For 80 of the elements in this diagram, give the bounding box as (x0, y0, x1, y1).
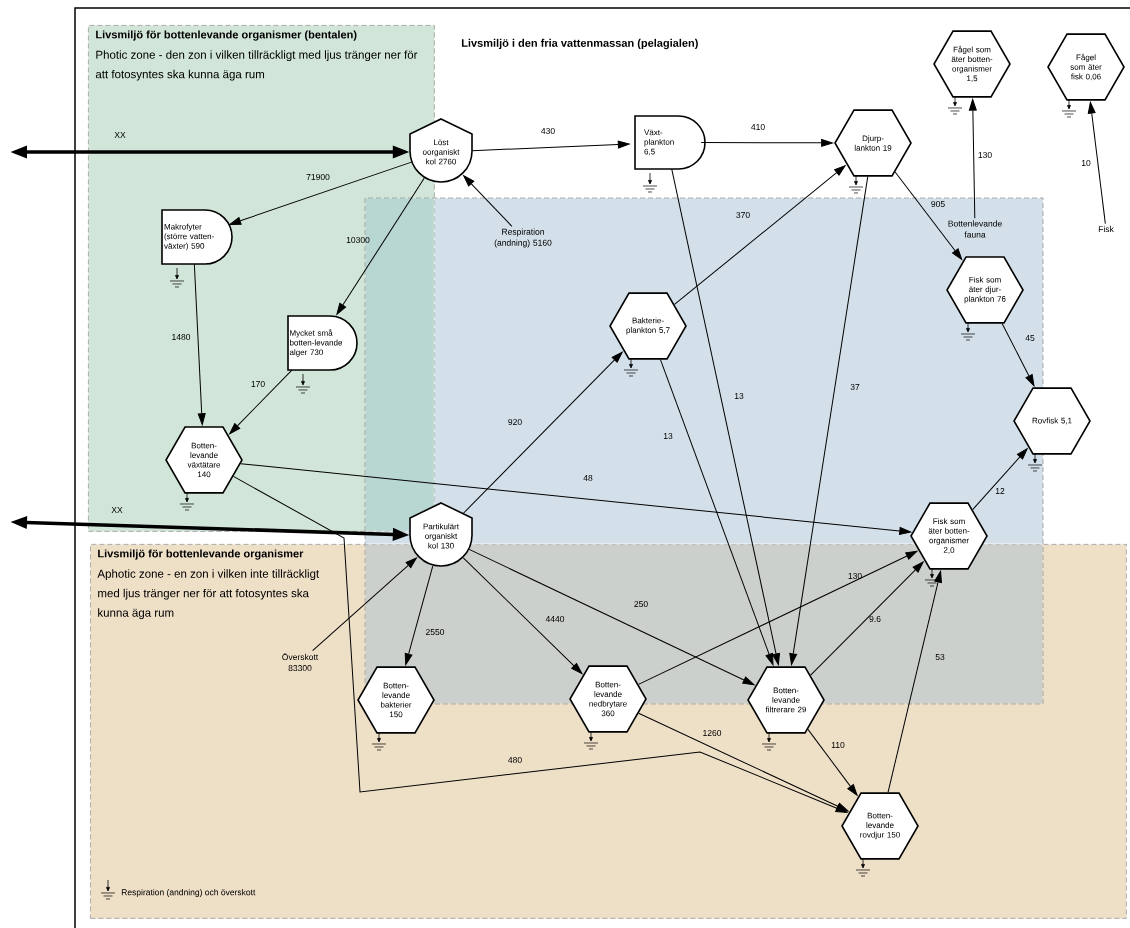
flow-arrow (462, 351, 623, 515)
hexagon-node: Rovfisk 5,1 (1013, 387, 1091, 455)
flow-value: 430 (541, 128, 555, 134)
flow-value: 130 (848, 573, 862, 579)
node-label: Fågel som äter fisk 0,06 (1070, 53, 1102, 81)
d-shaped-node: Makrofyter (större vatten-växter) 590 (161, 209, 233, 265)
flow-arrow (462, 557, 583, 674)
flow-arrow (789, 176, 869, 666)
flow-value: 9.6 (869, 616, 881, 622)
source-label: Bottenlevande fauna (948, 220, 1002, 238)
flow-value: 45 (1025, 335, 1035, 341)
flow-arrow (468, 548, 755, 686)
flow-value: XX (111, 507, 123, 513)
shield-node: Löst oorganiskt kol 2760 (409, 118, 473, 183)
flow-value: 4440 (545, 616, 565, 622)
flow-arrow (312, 557, 417, 652)
flow-value: 250 (634, 601, 648, 607)
flow-value: 37 (850, 384, 860, 390)
legend-text: Respiration (andning) och överskott (121, 889, 256, 897)
flow-value: 12 (995, 488, 1005, 494)
flow-value: 370 (736, 212, 750, 218)
hexagon-node: Fågel som äter botten-organismer 1,5 (933, 30, 1011, 98)
source-label: Fisk (1098, 225, 1114, 233)
hexagon-node: Fisk som äter botten-organismer 2,0 (910, 502, 988, 570)
flow-arrow (463, 175, 513, 227)
flow-arrow (674, 165, 846, 305)
flow-arrow (807, 728, 858, 796)
flow-arrow (404, 565, 434, 666)
source-label: Överskott 83300 (282, 652, 319, 672)
flow-value: 13 (734, 393, 744, 399)
flow-value: 48 (583, 475, 593, 481)
flow-value: 410 (751, 124, 765, 130)
hexagon-node: Fågel som äter fisk 0,06 (1047, 33, 1125, 101)
hexagon-node: Botten-levande bakterier 150 (357, 666, 435, 734)
flow-arrow (232, 475, 848, 813)
flow-value: 13 (663, 433, 673, 439)
flow-arrow (968, 98, 977, 219)
flow-arrow (659, 359, 774, 666)
flow-value: 10300 (346, 237, 370, 243)
flow-value: 1260 (703, 730, 722, 736)
source-label: Respiration (andning) 5160 (494, 228, 552, 248)
hexagon-node: Botten-levande växtätare 140 (165, 426, 243, 494)
hexagon-node: Bakterie-plankton 5,7 (609, 292, 687, 360)
flow-value: 10 (1081, 160, 1091, 166)
flow-arrow (336, 177, 425, 315)
flow-value: 170 (251, 381, 265, 387)
hexagon-node: Fisk som äter djur-plankton 76 (946, 256, 1024, 324)
flow-value: 920 (508, 419, 522, 425)
flow-arrow (638, 550, 918, 685)
flow-arrow (193, 263, 206, 426)
flow-arrow (471, 140, 630, 152)
hexagon-node: Botten-levande rovdjur 150 (841, 792, 919, 860)
flow-value: 1480 (172, 334, 191, 340)
flow-arrow (1001, 323, 1035, 387)
flow-arrow (972, 448, 1028, 511)
flow-arrow (229, 369, 293, 435)
zone-heading: Livsmiljö i den fria vattenmassan (pelagialen) (461, 38, 698, 50)
flow-arrow (1087, 101, 1106, 225)
flow-arrow (229, 161, 412, 225)
flow-value: 71900 (306, 174, 330, 180)
flow-arrow (810, 561, 924, 676)
flow-value: 480 (508, 757, 522, 763)
flow-value: 905 (931, 201, 945, 207)
shield-node: Partikulärt organiskt kol 130 (409, 502, 473, 567)
flow-value: 110 (831, 742, 845, 748)
flow-value: 53 (935, 654, 945, 660)
d-shaped-node: Växt-plankton 6,5 (634, 115, 706, 170)
hexagon-node: Botten-levande filtrerare 29 (747, 666, 825, 734)
flow-arrow (671, 168, 780, 666)
hexagon-node: Botten-levande nedbrytare 360 (569, 665, 647, 733)
flow-value: XX (114, 132, 126, 138)
flow-arrow (240, 463, 912, 535)
d-shaped-node: Mycket små botten-levande alger 730 (287, 315, 358, 371)
flow-value: 130 (978, 152, 992, 158)
flow-value: 2550 (426, 629, 445, 635)
flow-arrow (887, 570, 942, 793)
flow-arrow (894, 171, 963, 261)
hexagon-node: Djurp-lankton 19 (834, 109, 912, 177)
flow-arrow (638, 712, 849, 812)
flow-arrow (700, 138, 833, 147)
